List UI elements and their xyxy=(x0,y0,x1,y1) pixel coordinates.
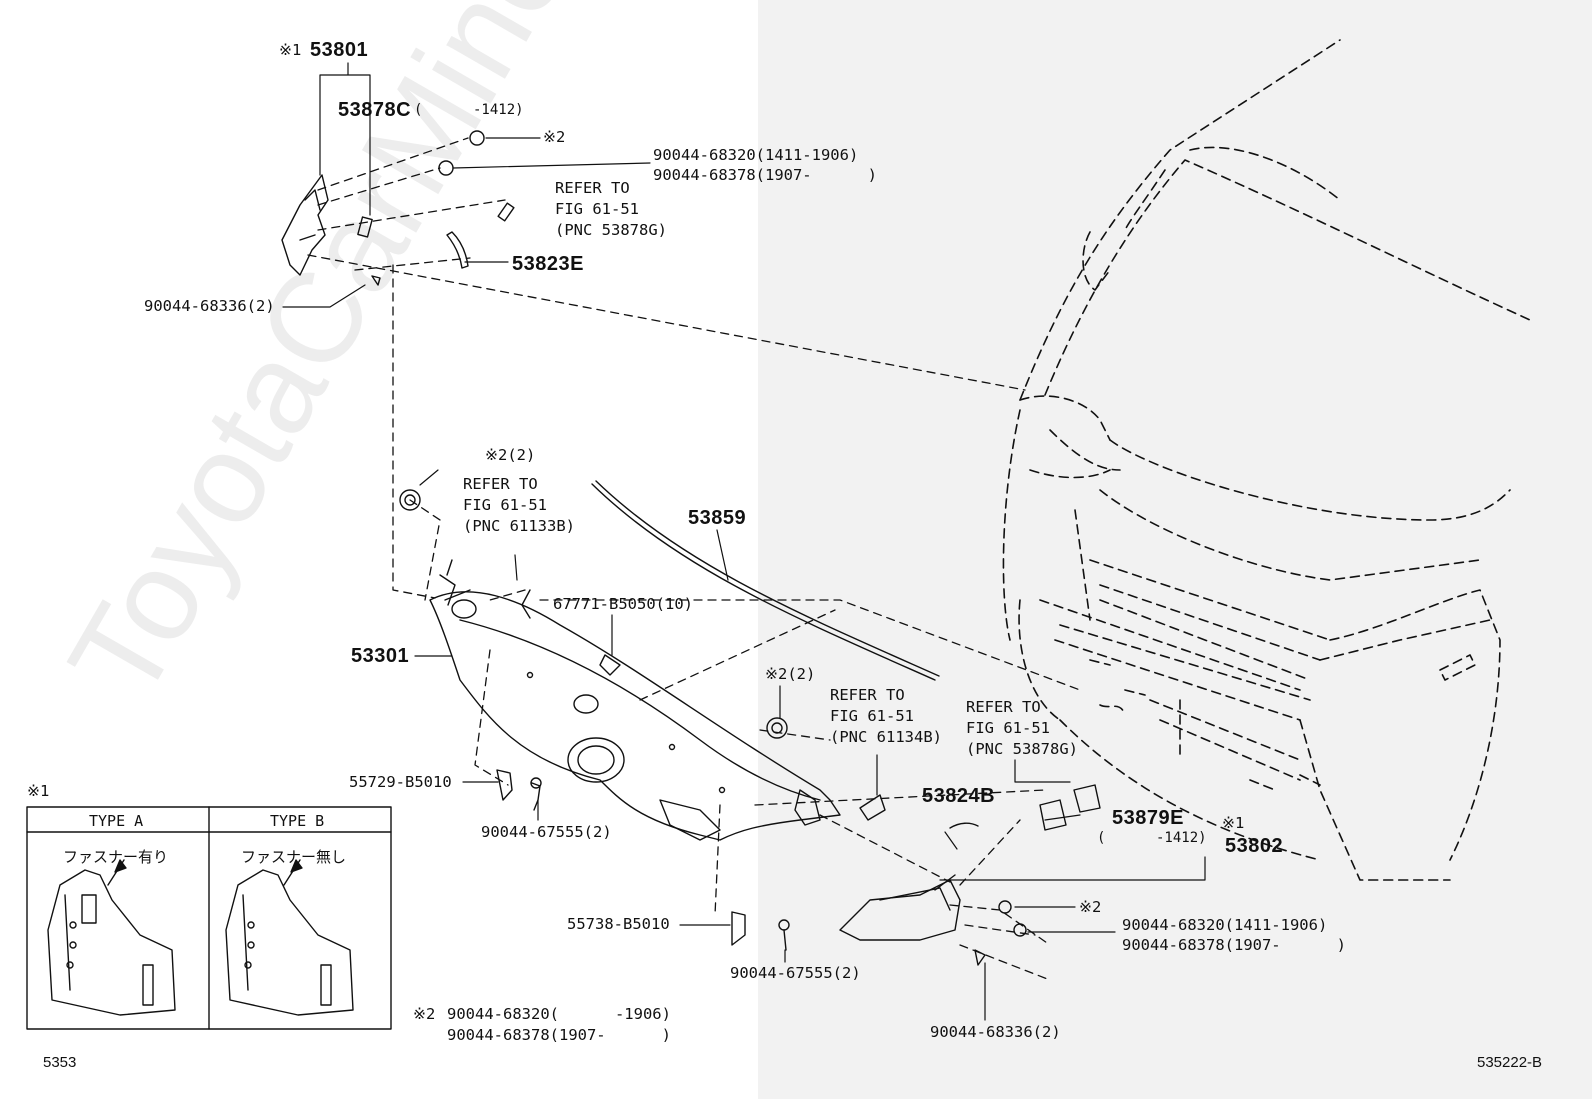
part-53802-label: 53802 xyxy=(1225,835,1284,857)
type-legend-boxes xyxy=(26,806,392,1030)
refer-top-line-1: REFER TO xyxy=(555,179,630,197)
main-panel xyxy=(429,559,841,841)
figure-code: 5353 xyxy=(43,1054,77,1071)
refer-mid-line-1: REFER TO xyxy=(463,475,538,493)
part-53859-label: 53859 xyxy=(688,507,747,529)
part-53301-label: 53301 xyxy=(351,645,410,667)
clip-note-right: ※2(2) xyxy=(765,665,816,683)
vehicle-outline xyxy=(1002,39,1531,881)
clip-low-part-2: 90044-68378(1907- ) xyxy=(1122,936,1346,954)
refer-far-line-2: FIG 61-51 xyxy=(966,719,1050,737)
note1-mark-lower: ※1 xyxy=(1222,814,1245,832)
leader-solid xyxy=(282,62,1206,1021)
clip-top-part-2: 90044-68378(1907- ) xyxy=(653,166,877,184)
part-53878C-label: 53878C xyxy=(338,99,412,121)
part-53823E-label: 53823E xyxy=(512,253,584,275)
refer-top-line-3: (PNC 53878G) xyxy=(555,221,667,239)
figure-reference: 535222-B xyxy=(1477,1054,1543,1071)
part-53801-label: 53801 xyxy=(310,39,369,61)
part-53878C-range: ( -1412) xyxy=(414,102,524,118)
footnote2-mark: ※2 xyxy=(413,1005,436,1023)
part-53879E-range: ( -1412) xyxy=(1097,830,1207,846)
part-53824B-label: 53824B xyxy=(922,785,996,807)
footnote2-line-2: 90044-68378(1907- ) xyxy=(447,1026,671,1044)
part-55738-label: 55738-B5010 xyxy=(567,915,670,933)
refer-right-line-1: REFER TO xyxy=(830,686,905,704)
clip-low-part-1: 90044-68320(1411-1906) xyxy=(1122,916,1328,934)
type-a-caption: ファスナー有り xyxy=(63,849,169,866)
side-cover-top xyxy=(281,130,515,286)
leader-dashed xyxy=(307,137,1081,981)
part-90044-68336-low-label: 90044-68336(2) xyxy=(930,1023,1061,1041)
type-a-title: TYPE A xyxy=(89,812,144,830)
refer-far-line-3: (PNC 53878G) xyxy=(966,740,1078,758)
note1-legend-mark: ※1 xyxy=(27,782,50,800)
type-b-caption: ファスナー無し xyxy=(241,849,347,866)
part-53879E-label: 53879E xyxy=(1112,807,1184,829)
refer-mid-line-3: (PNC 61133B) xyxy=(463,517,575,535)
clip-top-part-1: 90044-68320(1411-1906) xyxy=(653,146,859,164)
clip-note-top: ※2 xyxy=(543,128,566,146)
side-cover-bottom xyxy=(839,874,961,941)
refer-far-line-1: REFER TO xyxy=(966,698,1041,716)
note1-mark: ※1 xyxy=(279,41,302,59)
part-90044-68336-top-label: 90044-68336(2) xyxy=(144,297,275,315)
type-b-title: TYPE B xyxy=(270,812,325,830)
shaded-background-panel xyxy=(758,0,1592,1099)
refer-mid-line-2: FIG 61-51 xyxy=(463,496,547,514)
footnote2-line-1: 90044-68320( -1906) xyxy=(447,1005,671,1023)
part-67771-label: 67771-B5050(10) xyxy=(553,595,693,613)
clip-note-mid: ※2(2) xyxy=(485,446,536,464)
clip-note-low: ※2 xyxy=(1079,898,1102,916)
refer-right-line-2: FIG 61-51 xyxy=(830,707,914,725)
refer-right-line-3: (PNC 61134B) xyxy=(830,728,942,746)
part-90044-67555-a-label: 90044-67555(2) xyxy=(481,823,612,841)
refer-top-line-2: FIG 61-51 xyxy=(555,200,639,218)
part-90044-67555-b-label: 90044-67555(2) xyxy=(730,964,861,982)
molding-strip xyxy=(591,480,940,681)
small-hardware xyxy=(399,489,1101,966)
part-55729-label: 55729-B5010 xyxy=(349,773,452,791)
